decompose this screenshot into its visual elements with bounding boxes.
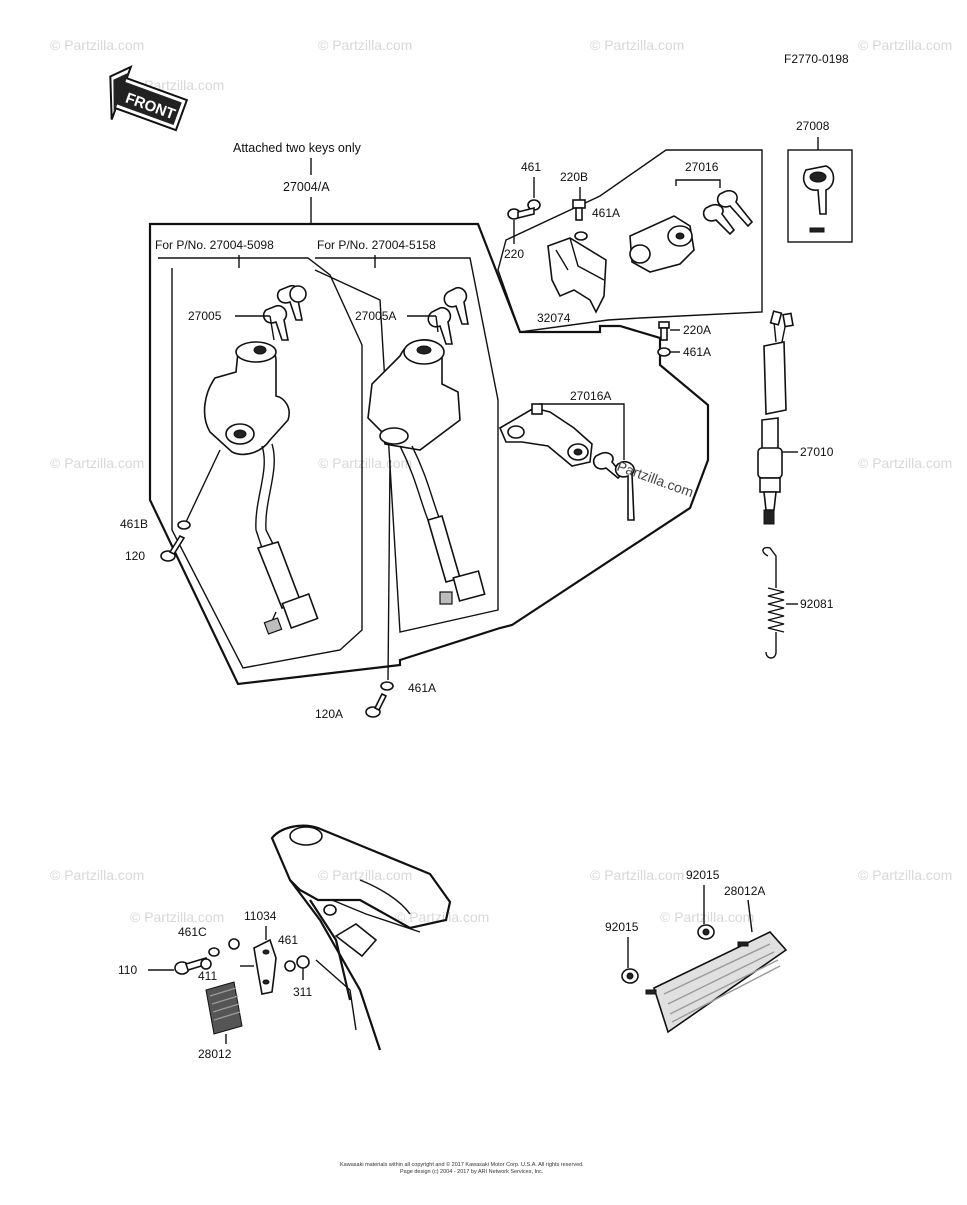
watermark: © Partzilla.com [590,37,684,53]
watermark-center: Partzilla.com [615,458,696,500]
watermark: © Partzilla.com [858,455,952,471]
label-28012A: 28012A [724,884,765,898]
nut-92015-a [697,924,715,940]
ignition-switch-27005 [203,284,319,635]
label-461C: 461C [178,925,207,939]
label-411: 411 [198,969,217,983]
label-92015-b: 92015 [605,920,639,934]
group-outline-5158 [314,257,499,633]
label-461-low: 461 [278,933,298,947]
label-461: 461 [521,160,541,174]
copyright-line-2: Page design (c) 2004 - 2017 by ARI Netwo… [400,1169,544,1175]
washer-461C [208,947,220,957]
watermark: © Partzilla.com [660,909,754,925]
frame-section [270,824,452,1051]
leader-line [387,459,391,681]
ignition-switch-group-outline [148,222,710,686]
label-for-5098: For P/No. 27004-5098 [155,238,274,252]
bracket-32074 [547,237,607,314]
nut-311 [296,955,310,969]
copyright-line-1: Kawasaki materials within all copyright … [340,1161,584,1168]
nut-411 [200,958,212,970]
leader-line [747,899,753,933]
bolt-120 [160,534,186,562]
watermark: © Partzilla.com [318,867,412,883]
leader-line [185,449,221,523]
label-461A: 461A [408,681,436,695]
watermark: © Partzilla.com [858,37,952,53]
washer-461A-mid [657,347,671,357]
label-28012: 28012 [198,1047,232,1061]
label-27004A: 27004/A [283,180,330,194]
group-outline-5098 [158,257,363,669]
watermark: © Partzilla.com [318,37,412,53]
label-27016A: 27016A [570,389,611,403]
label-461A-mid: 461A [683,345,711,359]
reflector-28012A [645,931,788,1034]
label-110: 110 [118,963,137,977]
label-220: 220 [504,247,524,261]
spring-92081 [762,546,785,659]
watermark: © Partzilla.com [858,867,952,883]
label-32074: 32074 [537,311,571,325]
label-311: 311 [293,985,312,999]
label-220A: 220A [683,323,711,337]
leader-line [435,315,439,333]
key-blank-27008 [802,165,835,233]
label-11034: 11034 [244,909,277,923]
watermark-layer: © Partzilla.com © Partzilla.com © Partzi… [50,37,952,925]
label-27005A: 27005A [355,309,396,323]
watermark: © Partzilla.com [318,455,412,471]
label-120: 120 [125,549,145,563]
label-27016: 27016 [685,160,719,174]
watermark: © Partzilla.com [50,37,144,53]
reflector-28012 [205,981,243,1035]
label-for-5158: For P/No. 27004-5158 [317,238,436,252]
washer-461-low [284,960,296,972]
label-27010: 27010 [800,445,834,459]
bolt-220 [507,206,535,220]
washer-461A-top [574,231,588,241]
watermark: © Partzilla.com [590,867,684,883]
ignition-switch-27005A [367,286,486,605]
label-27008: 27008 [796,119,830,133]
watermark: © Partzilla.com [50,867,144,883]
leader-line [675,179,721,188]
helmet-lock-27016A [498,403,635,521]
helmet-lock-27016 [629,189,754,273]
label-92081: 92081 [800,597,834,611]
front-arrow-icon: FRONT [109,64,189,132]
watermark: © Partzilla.com [395,909,489,925]
label-92015-a: 92015 [686,868,720,882]
note-keys: Attached two keys only [233,141,362,155]
label-220B: 220B [560,170,588,184]
label-120A: 120A [315,707,343,721]
washer-461B [177,520,191,530]
switch-27010 [757,310,794,525]
label-27005: 27005 [188,309,222,323]
diagram-code: F2770-0198 [784,52,849,66]
lock-group-outline [497,149,763,333]
watermark: © Partzilla.com [50,455,144,471]
bolt-120A [365,692,388,718]
washer-461A [380,681,394,691]
leader-line [269,315,275,341]
nut-92015-b [621,968,639,984]
screw-220B [572,199,586,221]
key-blank-27008-frame [787,149,853,243]
washer-icon [228,938,240,950]
label-461A-top: 461A [592,206,620,220]
screw-220A [658,321,670,341]
label-461B: 461B [120,517,148,531]
bracket-11034 [253,938,277,995]
watermark: © Partzilla.com [130,909,224,925]
